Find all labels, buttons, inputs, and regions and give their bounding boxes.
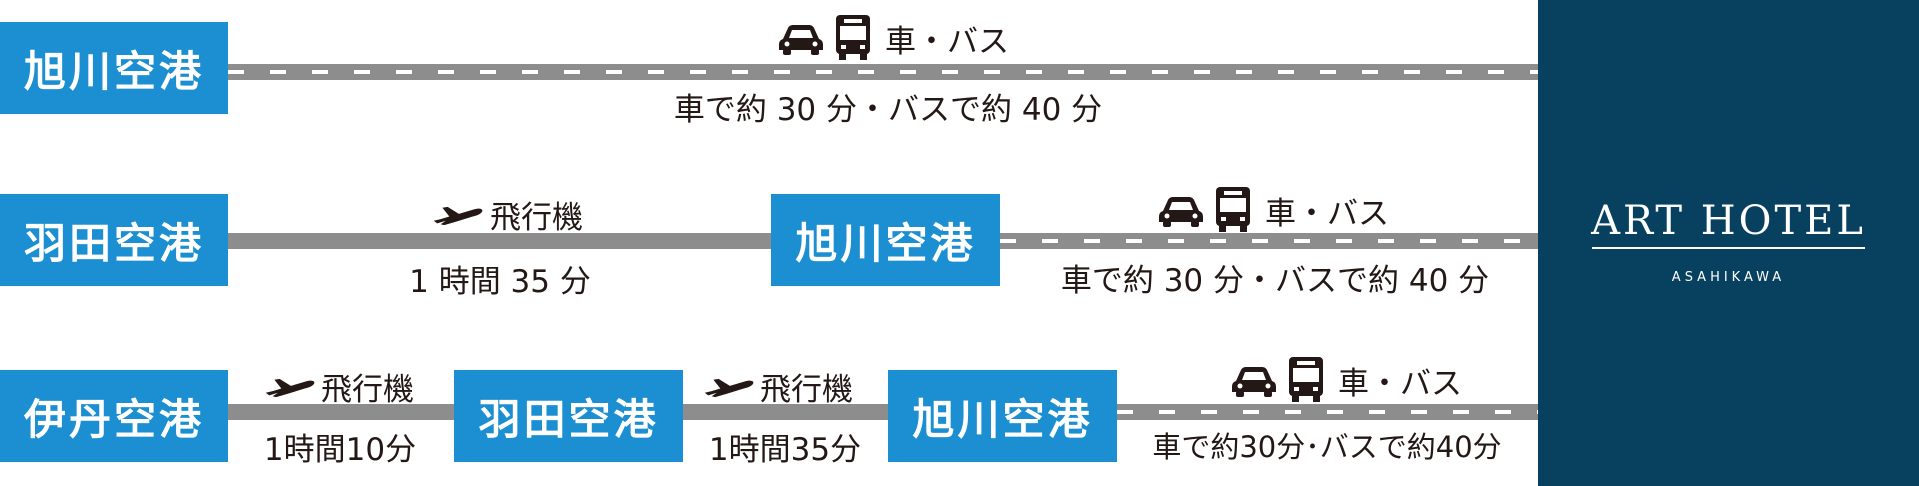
mode-label: 車・バス (1338, 366, 1462, 402)
car-icon (1157, 191, 1205, 227)
road-route-3-ground (1117, 404, 1538, 420)
car-bus-icons (1230, 356, 1324, 402)
road-route-1 (228, 64, 1538, 80)
road-route-3-flight-2 (683, 404, 888, 420)
road-route-3-flight-1 (228, 404, 454, 420)
airport-box-asahikawa: 旭川空港 (771, 194, 1000, 286)
bus-icon (1288, 356, 1324, 402)
travel-time-label: 1時間10分 (263, 432, 417, 468)
airport-box-asahikawa: 旭川空港 (0, 22, 228, 114)
airport-box-haneda: 羽田空港 (0, 194, 228, 286)
hotel-logo-city: ASAHIKAWA (1671, 270, 1786, 285)
mode-label: 車・バス (885, 24, 1009, 60)
mode-label: 飛行機 (490, 200, 583, 236)
car-bus-icons (1157, 186, 1251, 232)
travel-time-label: 1時間35分 (708, 432, 862, 468)
hotel-logo-divider (1592, 247, 1865, 249)
mode-label: 車・バス (1265, 196, 1389, 232)
plane-icon (703, 372, 755, 398)
mode-label: 飛行機 (321, 372, 414, 408)
car-icon (777, 19, 825, 55)
road-route-2-ground (1000, 233, 1538, 249)
airport-box-haneda: 羽田空港 (454, 370, 683, 462)
bus-icon (835, 14, 871, 60)
travel-time-label: 車で約 30 分・バスで約 40 分 (673, 92, 1103, 128)
car-bus-icons (777, 14, 871, 60)
hotel-panel: ART HOTEL ASAHIKAWA (1538, 0, 1919, 486)
airport-box-asahikawa: 旭川空港 (888, 370, 1117, 462)
road-route-2-flight (228, 233, 771, 249)
plane-icon (264, 372, 316, 398)
hotel-logo-name: ART HOTEL (1591, 198, 1866, 244)
travel-time-label: 車で約 30 分・バスで約 40 分 (1060, 263, 1490, 299)
car-icon (1230, 361, 1278, 397)
mode-label: 飛行機 (760, 372, 853, 408)
plane-icon (432, 200, 484, 226)
airport-box-itami: 伊丹空港 (0, 370, 228, 462)
travel-time-label: 車で約30分･バスで約40分 (1152, 430, 1502, 464)
bus-icon (1215, 186, 1251, 232)
travel-time-label: 1 時間 35 分 (409, 264, 591, 300)
